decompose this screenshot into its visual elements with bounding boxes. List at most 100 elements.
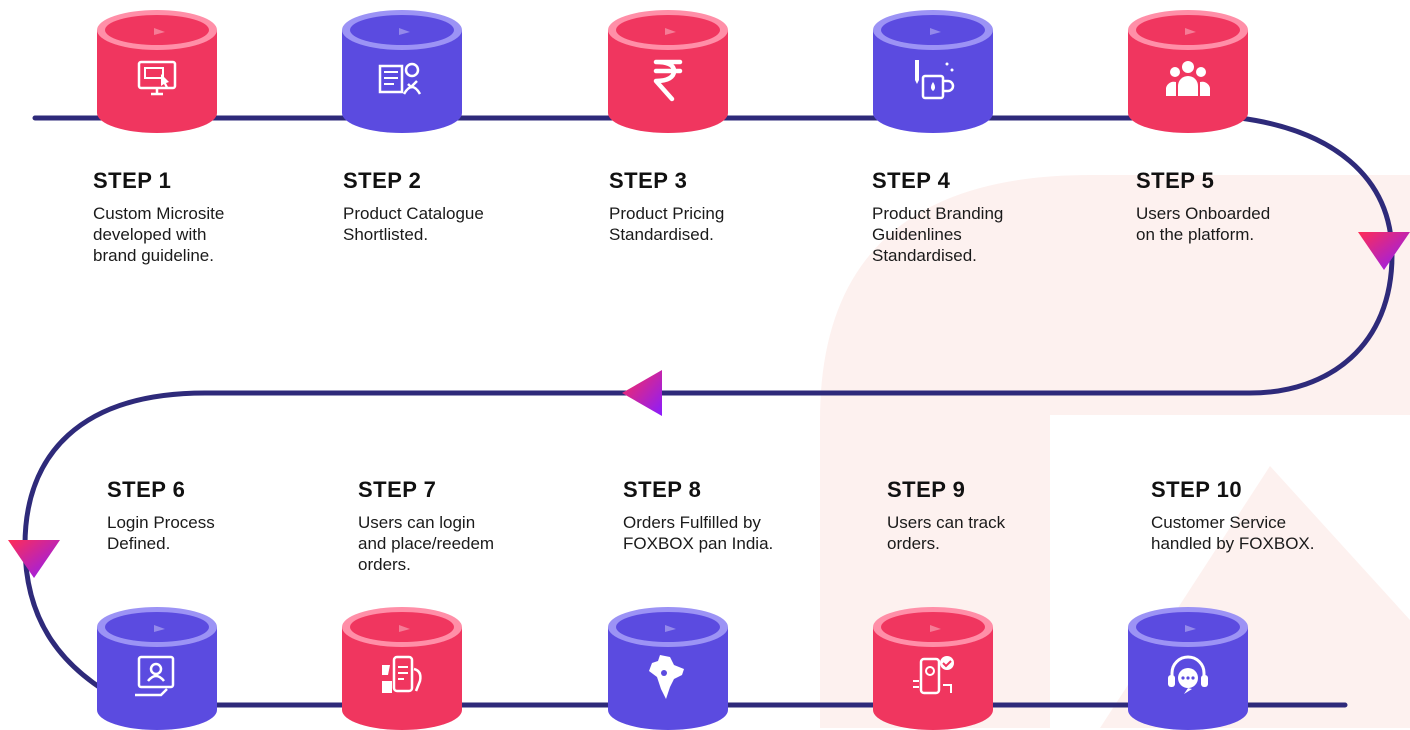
step-description-line: and place/reedem [358,534,495,553]
cylinder-side [97,627,217,730]
cylinder-body [608,10,728,133]
cylinder-highlight [1185,625,1196,632]
cylinder-highlight [154,625,165,632]
step-9-cylinder [873,605,993,730]
cylinder-highlight [665,625,676,632]
step-description-line: Custom Microsite [93,204,225,223]
step-description-line: orders. [358,555,411,574]
step-description: Users Onboarded on the platform. [1136,203,1366,245]
cylinder-highlight [154,28,165,35]
cylinder-highlight [930,625,941,632]
step-description-line: Users Onboarded [1136,204,1271,223]
login-profile-icon [135,655,175,697]
step-title: STEP 2 [343,168,422,193]
cylinder-top [350,612,454,642]
cylinder-top [350,15,454,45]
step-1-cylinder [97,8,217,133]
step-title: STEP 5 [1136,168,1215,193]
step-10-text: STEP 10 Customer Service handled by FOXBOX… [1151,477,1381,554]
step-description: Orders Fulfilled by FOXBOX pan India. [623,512,853,554]
cylinder-body [97,607,217,730]
flow-arrow-left [622,370,662,416]
order-tracking-icon [913,656,954,695]
monitor-cursor-icon [137,60,177,96]
step-5-cylinder [1128,8,1248,133]
step-title: STEP 10 [1151,477,1243,502]
cylinder-top [616,15,720,45]
step-description-line: Users can track [887,513,1006,532]
flow-arrow-down-left [8,540,60,578]
cylinder-top [616,612,720,642]
step-4-cylinder [873,8,993,133]
step-description-line: handled by FOXBOX. [1151,534,1315,553]
step-6-cylinder [97,605,217,730]
flow-connector-line [22,115,1395,708]
step-description: Custom Microsite developed with brand guid… [93,203,323,266]
branded-mug-icon [915,60,955,100]
users-group-icon [1166,61,1210,96]
step-description-line: Standardised. [872,246,977,265]
step-title: STEP 8 [623,477,702,502]
step-description-line: Product Branding [872,204,1004,223]
step-description: Customer Service handled by FOXBOX. [1151,512,1381,554]
cylinder-side [873,30,993,133]
step-8-cylinder [608,605,728,730]
cylinder-body [608,607,728,730]
step-description-line: Users can login [358,513,476,532]
step-description-line: developed with [93,225,207,244]
cylinder-body [873,607,993,730]
flow-arrow-down-right [1358,232,1410,270]
step-description-line: Shortlisted. [343,225,429,244]
step-title: STEP 4 [872,168,951,193]
cylinder-highlight [399,28,410,35]
cylinder-body [873,10,993,133]
step-3-cylinder [608,8,728,133]
step-description-line: Product Pricing [609,204,725,223]
step-title: STEP 6 [107,477,186,502]
step-title: STEP 9 [887,477,966,502]
step-description-line: Orders Fulfilled by [623,513,761,532]
step-description-line: Defined. [107,534,171,553]
cylinder-top [1136,15,1240,45]
cylinder-side [873,627,993,730]
step-8-text: STEP 8 Orders Fulfilled by FOXBOX pan Indi… [623,477,853,554]
mobile-order-icon [382,655,422,693]
step-2-cylinder [342,8,462,133]
step-description-line: orders. [887,534,940,553]
step-5-text: STEP 5 Users Onboarded on the platform. [1136,168,1366,245]
cylinder-top [881,15,985,45]
step-description-line: Customer Service [1151,513,1287,532]
cylinder-top [881,612,985,642]
cylinder-side [608,30,728,133]
cylinder-top [1136,612,1240,642]
step-description-line: on the platform. [1136,225,1255,244]
step-title: STEP 7 [358,477,437,502]
cylinder-top [105,15,209,45]
cylinder-highlight [930,28,941,35]
step-9-text: STEP 9 Users can track orders. [887,477,1117,554]
step-description: Users can track orders. [887,512,1117,554]
cylinder-top [105,612,209,642]
step-description-line: Standardised. [609,225,714,244]
step-description: Users can login and place/reedem orders. [358,512,588,575]
step-description-line: Login Process [107,513,215,532]
rupee-icon [653,59,683,102]
cylinder-highlight [665,28,676,35]
step-description-line: brand guideline. [93,246,214,265]
india-map-icon [649,655,684,699]
cylinder-side [97,30,217,133]
cylinder-body [97,10,217,133]
step-title: STEP 3 [609,168,688,193]
step-description-line: Guidenlines [872,225,962,244]
step-description-line: FOXBOX pan India. [623,534,774,553]
